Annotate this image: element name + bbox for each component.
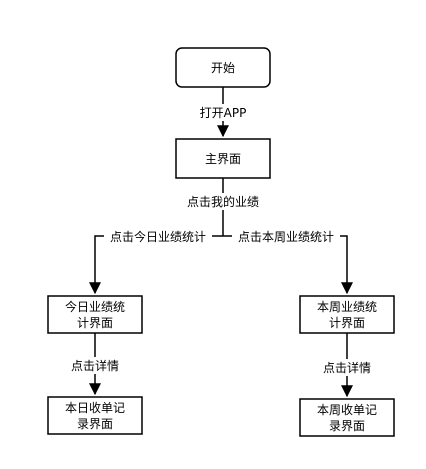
node-today-stats-line1: 今日业绩统 — [65, 299, 125, 314]
edge-label-click-week-stats: 点击本周业绩统计 — [238, 230, 334, 244]
node-today-orders-line1: 本日收单记 — [65, 401, 125, 415]
node-main-label: 主界面 — [205, 152, 241, 166]
edge-label-click-my-performance: 点击我的业绩 — [187, 194, 259, 209]
node-start: 开始 — [175, 47, 271, 88]
node-week-stats: 本周业绩统 计界面 — [299, 295, 395, 334]
edge-label-click-today-stats: 点击今日业绩统计 — [110, 229, 206, 244]
edge-main-branches: 点击我的业绩 点击今日业绩统计 点击本周业绩统计 — [89, 178, 353, 295]
edge-today-to-orders: 点击详情 — [66, 333, 124, 396]
edge-label-click-detail-left: 点击详情 — [71, 358, 119, 373]
edge-label-open-app: 打开APP — [200, 106, 247, 120]
edge-start-to-main: 打开APP — [195, 87, 251, 138]
edge-week-to-orders: 点击详情 — [318, 333, 376, 398]
node-today-orders-line2: 录界面 — [77, 417, 113, 431]
node-week-orders: 本周收单记 录界面 — [299, 398, 395, 437]
node-start-label: 开始 — [211, 61, 235, 75]
node-today-stats-line2: 计界面 — [77, 316, 113, 330]
node-today-orders: 本日收单记 录界面 — [47, 396, 143, 435]
edge-label-click-detail-right: 点击详情 — [323, 360, 371, 375]
node-today-stats: 今日业绩统 计界面 — [47, 295, 143, 334]
node-week-orders-line2: 录界面 — [329, 419, 365, 433]
node-main: 主界面 — [175, 138, 271, 179]
node-week-stats-line1: 本周业绩统 — [317, 300, 377, 314]
node-week-stats-line2: 计界面 — [329, 316, 365, 330]
node-week-orders-line1: 本周收单记 — [317, 403, 377, 417]
